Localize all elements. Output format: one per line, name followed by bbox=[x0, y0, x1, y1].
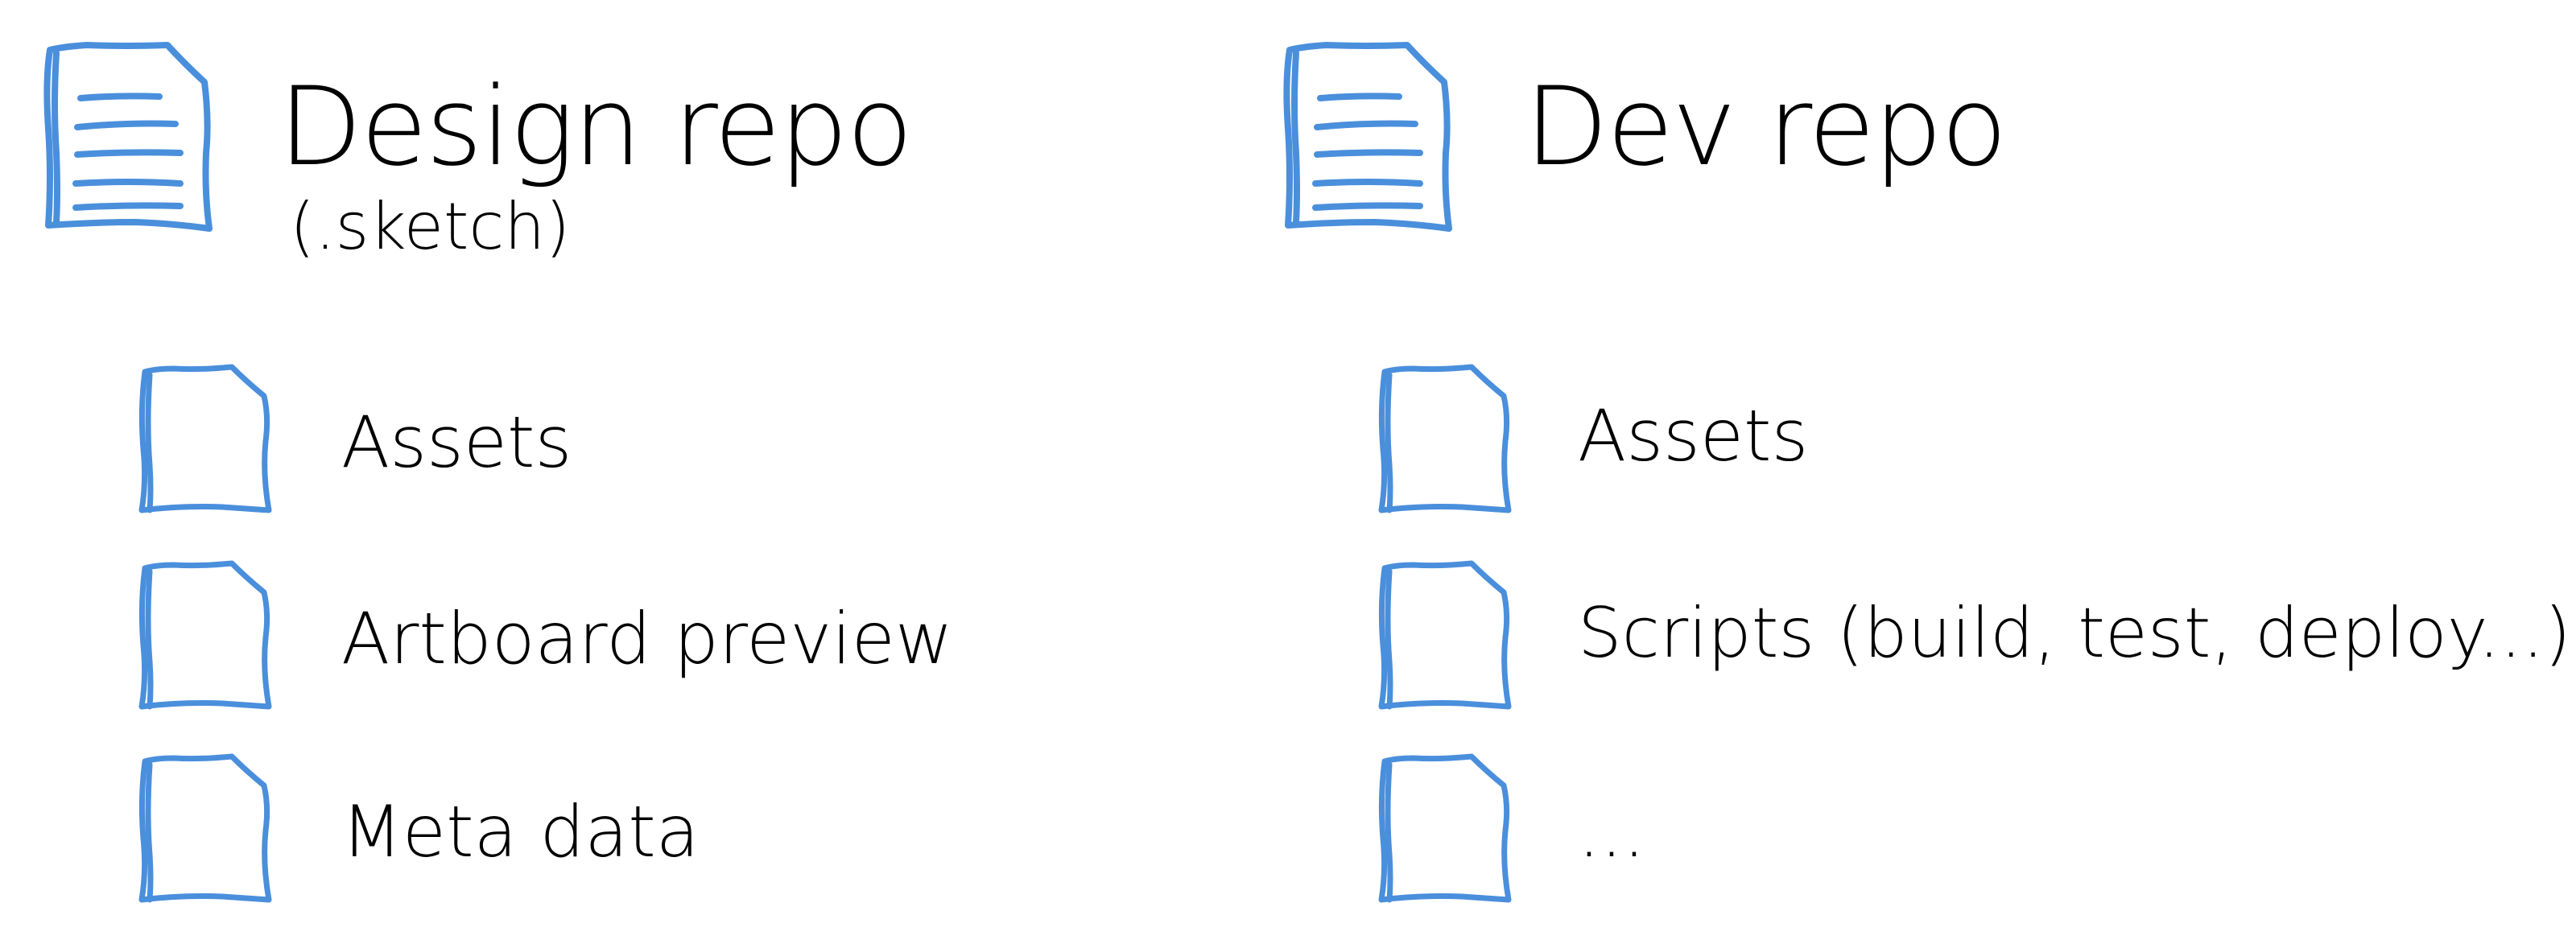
list-item: Artboard preview bbox=[134, 557, 1261, 718]
list-item: Meta data bbox=[134, 750, 1261, 911]
item-label: ... bbox=[1578, 790, 1645, 873]
document-icon bbox=[1283, 42, 1452, 232]
item-label: Assets bbox=[1578, 394, 1809, 477]
repo-subtitle: (.sketch) bbox=[290, 189, 571, 264]
document-icon bbox=[43, 42, 213, 232]
list-item: Scripts (build, test, deploy...) bbox=[1373, 557, 2571, 718]
file-icon bbox=[138, 560, 272, 710]
file-icon bbox=[1378, 560, 1512, 710]
list-item: ... bbox=[1373, 750, 2500, 911]
item-label: Artboard preview bbox=[341, 597, 953, 680]
list-item: Assets bbox=[1373, 361, 2500, 521]
design-repo-column: Design repo (.sketch) Assets Artboard pr… bbox=[0, 0, 1256, 944]
repo-title: Dev repo bbox=[1525, 64, 2008, 190]
list-item: Assets bbox=[134, 361, 1261, 521]
file-icon bbox=[138, 364, 272, 513]
item-label: Meta data bbox=[341, 790, 700, 873]
item-label: Assets bbox=[341, 401, 572, 484]
file-icon bbox=[1378, 364, 1512, 513]
repo-title: Design repo bbox=[279, 64, 913, 190]
file-icon bbox=[1378, 753, 1512, 903]
dev-repo-column: Dev repo Assets Scripts (build, test, de… bbox=[1240, 0, 2571, 944]
item-label: Scripts (build, test, deploy...) bbox=[1578, 593, 2571, 674]
file-icon bbox=[138, 753, 272, 903]
